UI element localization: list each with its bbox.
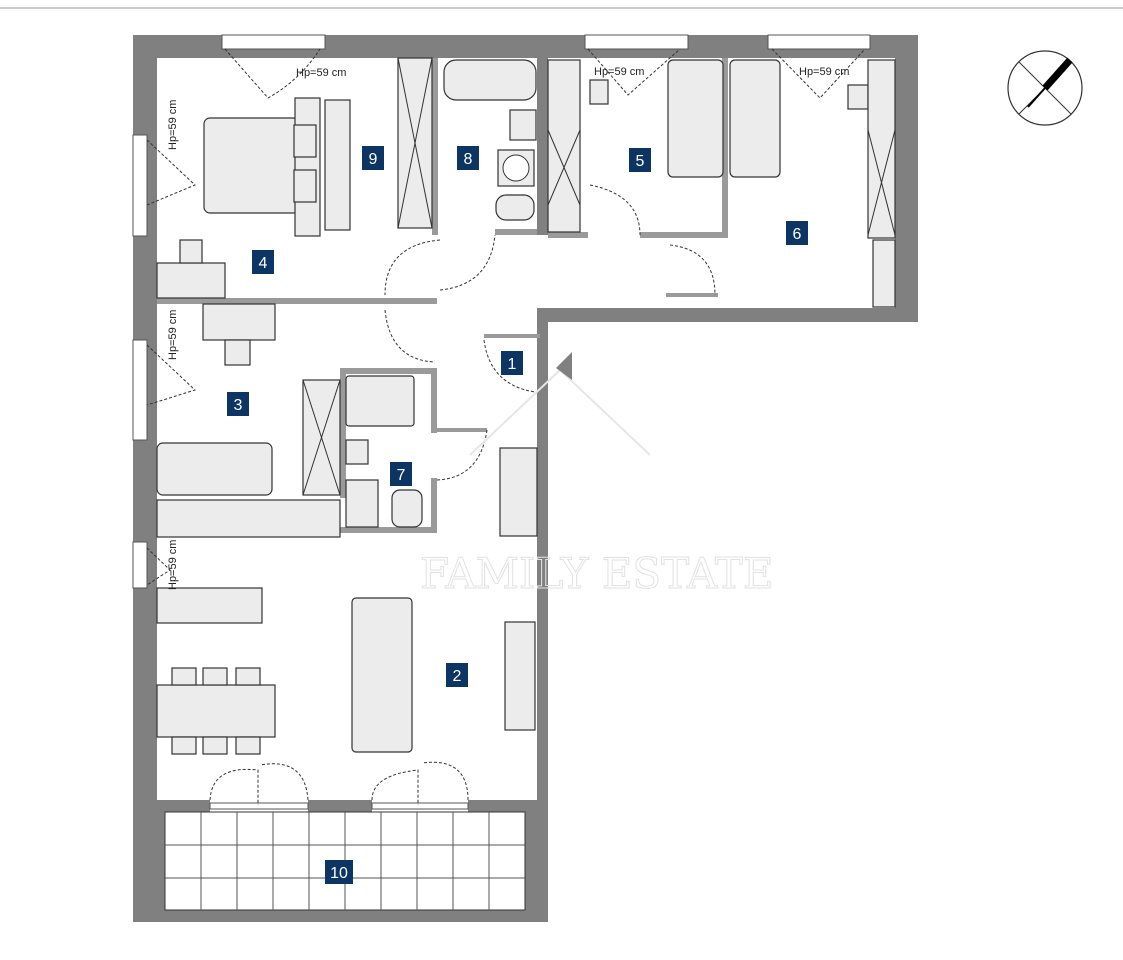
furniture bbox=[156, 57, 896, 755]
windows bbox=[132, 34, 871, 810]
room-label-9: 9 bbox=[362, 146, 384, 170]
outer-walls bbox=[133, 35, 918, 922]
room-label-5: 5 bbox=[629, 148, 651, 172]
room-label-8: 8 bbox=[457, 146, 479, 170]
entrance-arrow-icon bbox=[556, 352, 572, 380]
compass-icon bbox=[1007, 50, 1083, 126]
hp-label: Hp=59 cm bbox=[167, 540, 179, 590]
room-label-6: 6 bbox=[786, 221, 808, 245]
hp-label: Hp=59 cm bbox=[167, 100, 179, 150]
hp-label: Hp=59 cm bbox=[799, 66, 849, 78]
watermark-text: FAMILY ESTATE bbox=[420, 549, 774, 598]
interior-walls bbox=[157, 58, 728, 533]
window-height-labels: Hp=59 cm Hp=59 cm Hp=59 cm Hp=59 cm Hp=5… bbox=[167, 66, 849, 590]
svg-text:4: 4 bbox=[259, 255, 268, 272]
room-label-10: 10 bbox=[325, 860, 353, 884]
room-label-1: 1 bbox=[501, 351, 523, 375]
svg-text:2: 2 bbox=[453, 668, 462, 685]
room-label-4: 4 bbox=[252, 250, 274, 274]
hp-label: Hp=59 cm bbox=[594, 66, 644, 78]
room-label-3: 3 bbox=[227, 392, 249, 416]
svg-text:6: 6 bbox=[793, 226, 802, 243]
watermark: FAMILY ESTATE bbox=[420, 368, 774, 599]
svg-text:8: 8 bbox=[464, 151, 473, 168]
svg-text:5: 5 bbox=[636, 153, 645, 170]
room-label-2: 2 bbox=[446, 663, 468, 687]
hp-label: Hp=59 cm bbox=[296, 67, 346, 79]
room-label-7: 7 bbox=[390, 462, 412, 486]
doors[interactable] bbox=[146, 48, 866, 805]
svg-text:10: 10 bbox=[330, 865, 348, 882]
hp-label: Hp=59 cm bbox=[167, 310, 179, 360]
svg-text:9: 9 bbox=[369, 151, 378, 168]
svg-text:1: 1 bbox=[508, 356, 517, 373]
svg-text:7: 7 bbox=[397, 467, 406, 484]
svg-text:3: 3 bbox=[234, 397, 243, 414]
